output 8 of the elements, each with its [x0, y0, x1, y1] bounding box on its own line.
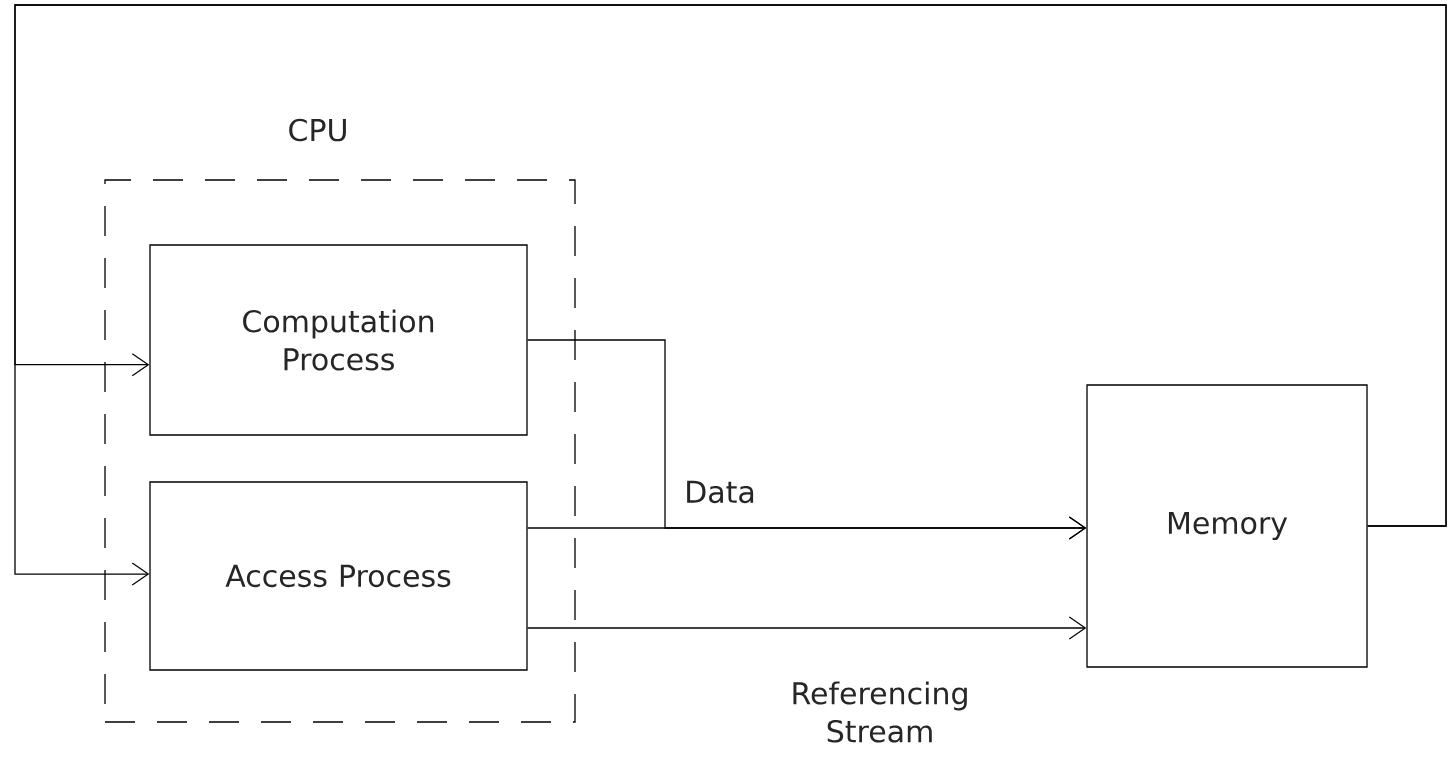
edge-label: Referencing Stream [793, 681, 967, 743]
process-box: Computation Process [149, 244, 528, 436]
arrow [527, 616, 1087, 640]
process-box: Memory [1086, 384, 1368, 668]
arrow [527, 516, 1087, 540]
group-title: CPU [289, 118, 346, 142]
process-box: Access Process [149, 481, 528, 671]
edge-label: Data [687, 480, 754, 504]
